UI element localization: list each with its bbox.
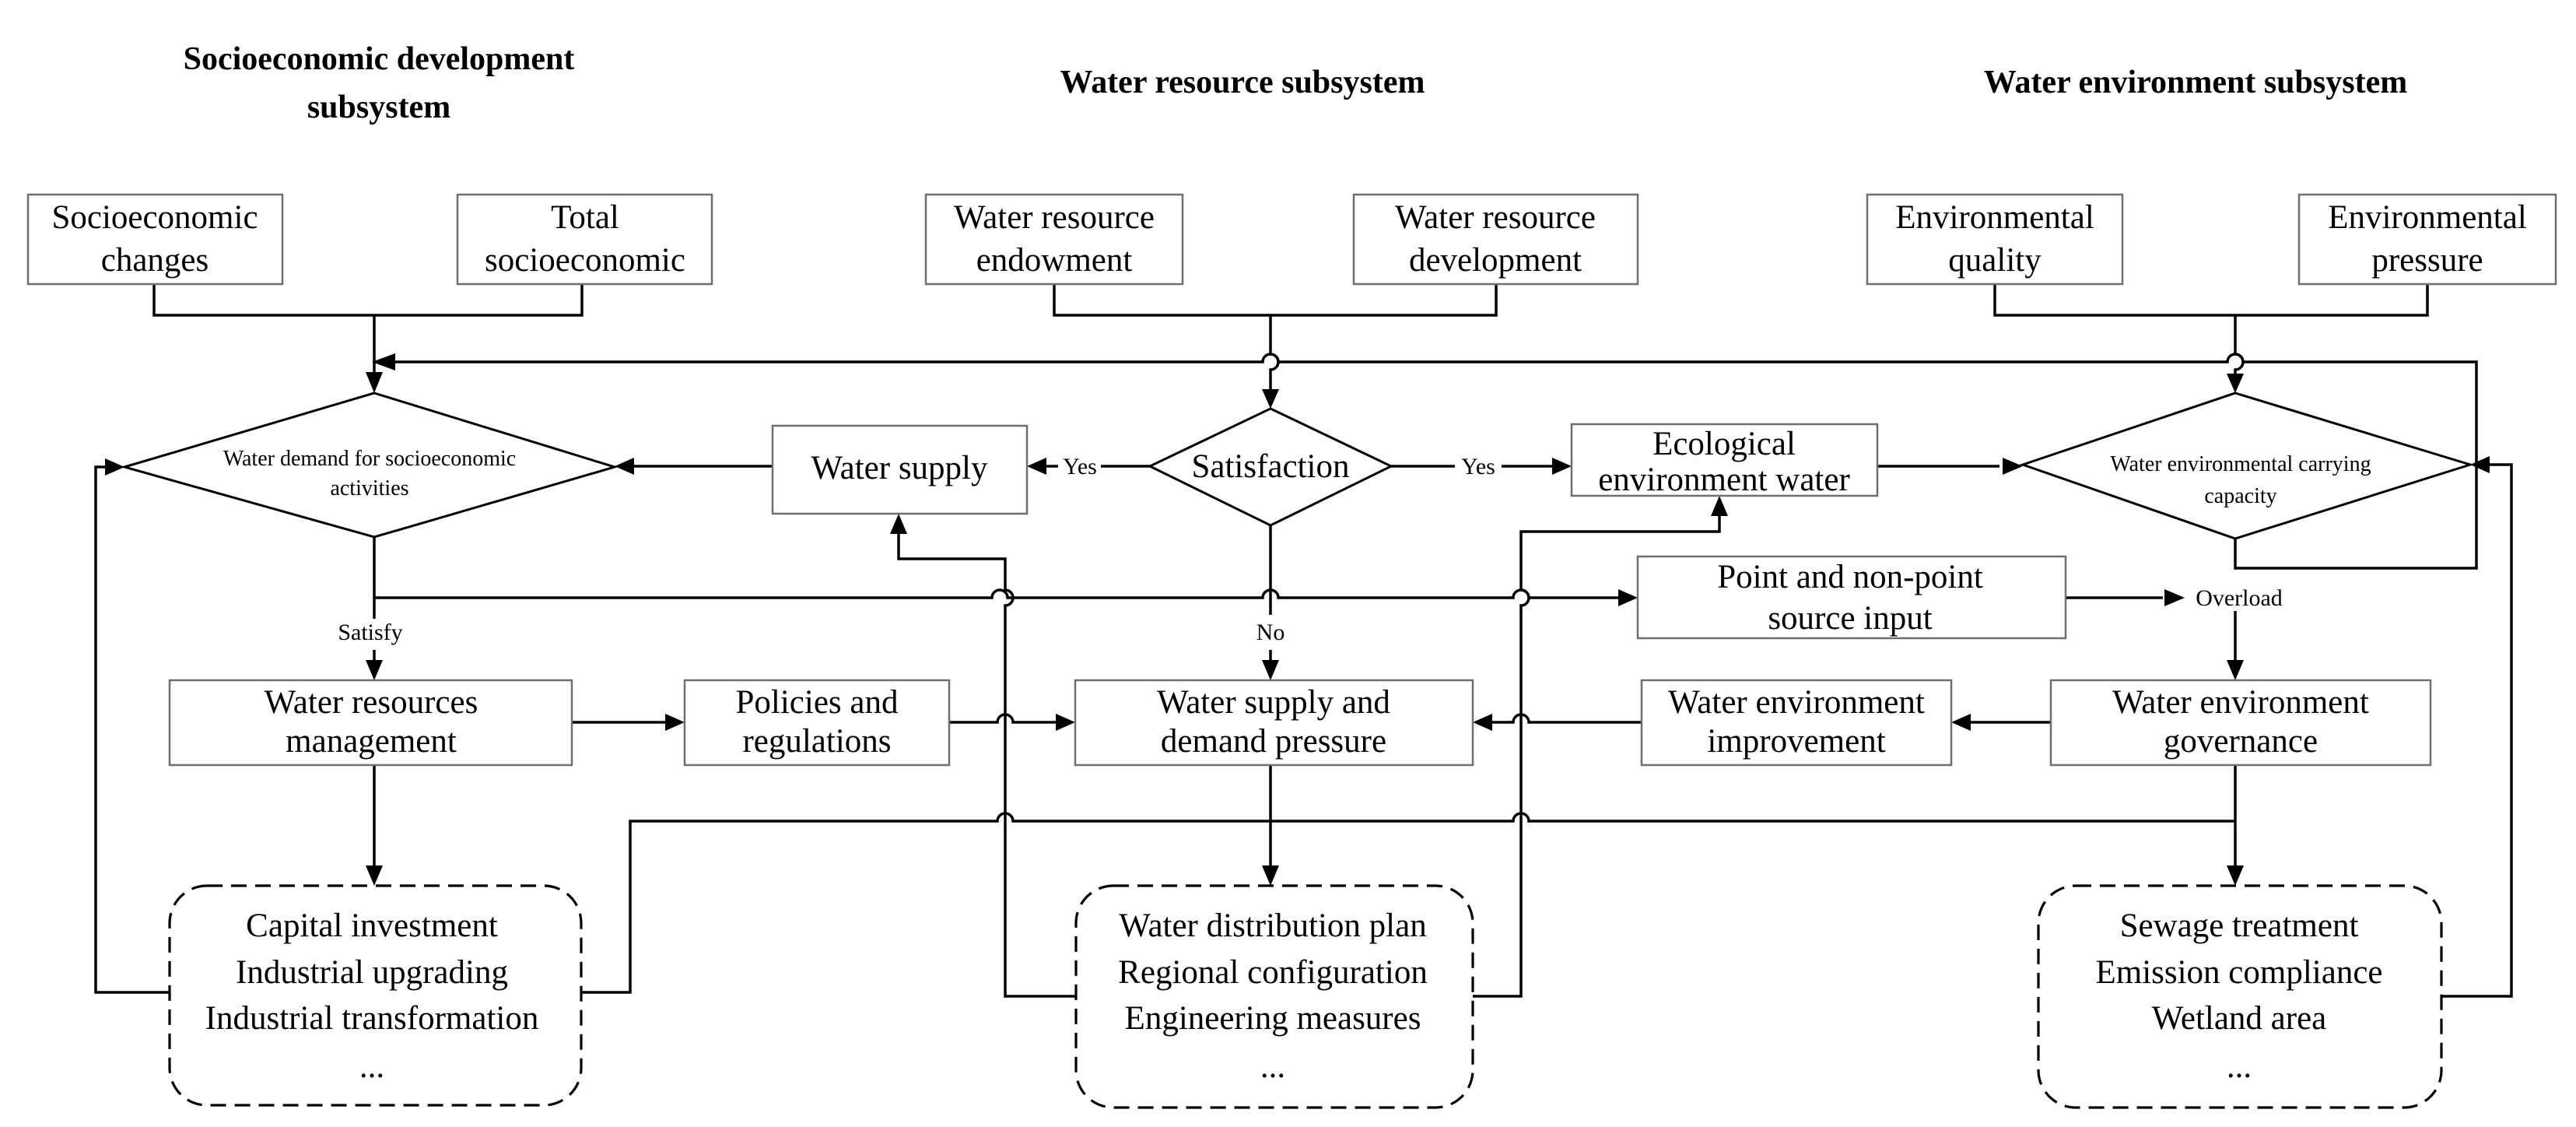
edge-env-inputs (1993, 284, 2429, 317)
header-water-environment: Water environment subsystem (1984, 65, 2407, 100)
svg-text:Water environment: Water environment (2112, 684, 2369, 721)
svg-text:Environmental: Environmental (1895, 199, 2094, 236)
header-socioeconomic-line1: Socioeconomic development (184, 41, 575, 77)
box-total-socioeconomic: Total socioeconomic (456, 193, 713, 286)
svg-text:development: development (1409, 242, 1582, 279)
edge-wr-inputs (1053, 284, 1498, 317)
svg-text:Satisfaction: Satisfaction (1191, 448, 1349, 485)
svg-text:Point and non-point: Point and non-point (1717, 559, 1983, 595)
label-yes-left: Yes (1063, 454, 1097, 479)
box-environmental-pressure: Environmental pressure (2297, 193, 2557, 286)
svg-text:Environmental: Environmental (2328, 199, 2527, 236)
header-water-resource: Water resource subsystem (1060, 65, 1425, 100)
svg-text:Sewage treatment: Sewage treatment (2120, 908, 2359, 944)
svg-text:Ecological: Ecological (1652, 426, 1796, 462)
svg-text:socioeconomic: socioeconomic (485, 242, 685, 279)
box-point-non-point-source: Point and non-point source input (1636, 555, 2067, 640)
box-ecological-environment-water: Ecological environment water (1570, 423, 1879, 498)
box-environmental-quality: Environmental quality (1866, 193, 2124, 286)
edge-socio-inputs (152, 284, 584, 317)
edge-carrying-feedback (389, 353, 2478, 570)
svg-text:management: management (286, 723, 457, 760)
edge-env-into-carrying (2234, 315, 2245, 379)
svg-text:Water resources: Water resources (265, 684, 478, 721)
label-no: No (1256, 620, 1285, 645)
svg-text:Water demand for socioeconomic: Water demand for socioeconomic (223, 447, 516, 471)
svg-text:governance: governance (2164, 723, 2318, 760)
svg-text:activities: activities (330, 476, 408, 500)
svg-text:Capital investment: Capital investment (246, 908, 498, 944)
svg-text:improvement: improvement (1707, 723, 1885, 760)
edge-water-measures-to-supply (897, 533, 1076, 998)
svg-text:Industrial transformation: Industrial transformation (205, 1000, 539, 1037)
edge-demand-to-point-source (374, 588, 1622, 599)
box-water-supply: Water supply (771, 424, 1029, 515)
diamond-water-demand: Water demand for socioeconomic activitie… (120, 391, 619, 539)
edge-env-measures-feedback (2441, 463, 2513, 998)
rounded-water-measures: Water distribution plan Regional configu… (1074, 884, 1474, 1109)
header-socioeconomic-line2: subsystem (307, 90, 450, 125)
box-socioeconomic-changes: Socioeconomic changes (26, 193, 284, 286)
box-water-environment-improvement: Water environment improvement (1640, 679, 1953, 767)
svg-text:endowment: endowment (976, 242, 1133, 279)
edge-socio-measures-to-env (581, 812, 2235, 994)
box-supply-demand-pressure: Water supply and demand pressure (1074, 679, 1474, 767)
svg-text:quality: quality (1948, 242, 2042, 279)
svg-text:Water resource: Water resource (954, 199, 1155, 236)
svg-text:...: ... (359, 1048, 384, 1085)
box-water-resource-endowment: Water resource endowment (924, 193, 1184, 286)
svg-text:Water resource: Water resource (1395, 199, 1596, 236)
svg-text:Wetland area: Wetland area (2152, 1000, 2327, 1037)
edge-water-measures-to-ecological (1473, 514, 1721, 998)
box-water-environment-governance: Water environment governance (2049, 679, 2432, 767)
svg-text:Regional configuration: Regional configuration (1118, 954, 1428, 991)
diamond-carrying-capacity: Water environmental carrying capacity (2019, 391, 2475, 540)
edge-improvement-to-pressure (1490, 713, 1642, 724)
svg-text:Water supply and: Water supply and (1157, 684, 1390, 721)
svg-text:Water supply: Water supply (811, 450, 988, 486)
svg-text:...: ... (1260, 1048, 1285, 1085)
svg-text:Policies and: Policies and (736, 684, 899, 721)
label-yes-right: Yes (1461, 454, 1495, 479)
box-water-resources-management: Water resources management (168, 679, 573, 767)
svg-text:environment water: environment water (1598, 462, 1850, 498)
label-overload: Overload (2196, 585, 2283, 611)
edge-socio-measures-feedback (94, 465, 170, 994)
connectors (94, 284, 2513, 998)
svg-text:source input: source input (1768, 600, 1932, 637)
svg-text:Water environment: Water environment (1668, 684, 1925, 721)
svg-text:pressure: pressure (2371, 242, 2483, 279)
svg-text:regulations: regulations (742, 723, 891, 760)
rounded-environment-measures: Sewage treatment Emission compliance Wet… (2037, 884, 2443, 1109)
svg-text:...: ... (2227, 1048, 2252, 1085)
label-satisfy: Satisfy (338, 620, 402, 645)
svg-text:capacity: capacity (2204, 484, 2276, 508)
box-water-resource-development: Water resource development (1352, 193, 1639, 286)
svg-text:Water distribution plan: Water distribution plan (1119, 908, 1426, 944)
rounded-socioeconomic-measures: Capital investment Industrial upgrading … (168, 884, 583, 1107)
diamond-satisfaction: Satisfaction (1147, 407, 1394, 527)
svg-text:Industrial upgrading: Industrial upgrading (236, 954, 508, 991)
box-policies-regulations: Policies and regulations (683, 679, 951, 767)
svg-text:Total: Total (551, 199, 619, 236)
svg-text:Water environmental carrying: Water environmental carrying (2110, 452, 2371, 476)
arrowheads (105, 353, 2490, 886)
svg-text:demand pressure: demand pressure (1161, 723, 1386, 760)
svg-text:Emission compliance: Emission compliance (2095, 954, 2382, 991)
svg-text:Engineering measures: Engineering measures (1125, 1000, 1421, 1037)
svg-text:changes: changes (101, 242, 209, 279)
svg-text:Socioeconomic: Socioeconomic (51, 199, 258, 236)
